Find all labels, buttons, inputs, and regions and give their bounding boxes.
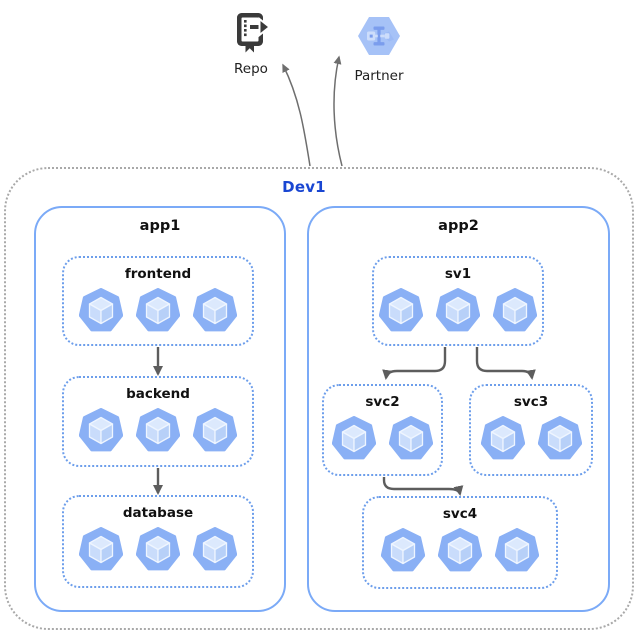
external-node-repo: Repo: [222, 11, 280, 77]
pod-icon: [79, 527, 123, 571]
pod-icon: [495, 528, 539, 572]
pod-icon: [438, 528, 482, 572]
pod-icon: [136, 408, 180, 452]
service-box-svc2: svc2: [322, 384, 443, 476]
pod-icon: [480, 416, 525, 460]
service-label-svc2: svc2: [365, 394, 400, 410]
edge-dev1-repo: [282, 63, 311, 167]
service-label-backend: backend: [126, 386, 190, 402]
service-label-svc4: svc4: [442, 506, 478, 522]
pod-icon: [537, 416, 582, 460]
partner-label: Partner: [354, 68, 404, 84]
boundary-dev1: [4, 167, 634, 630]
pod-row: [381, 528, 539, 572]
service-label-database: database: [122, 505, 194, 521]
pod-icon: [389, 416, 433, 460]
pod-row: [332, 416, 433, 460]
cluster-app2: app2: [307, 206, 610, 612]
partner-hexagon-icon: [358, 17, 400, 55]
service-label-sv1: sv1: [444, 266, 472, 282]
service-box-sv1: sv1: [372, 256, 544, 346]
pod-icon: [381, 528, 425, 572]
edge-dev1-partner: [333, 55, 343, 167]
service-label-frontend: frontend: [124, 266, 192, 282]
external-node-partner: Partner: [349, 12, 409, 84]
pod-row: [79, 288, 237, 332]
cluster-app2-label: app2: [438, 218, 479, 234]
pod-icon: [436, 288, 480, 332]
service-label-svc3: svc3: [513, 394, 549, 410]
service-box-svc4: svc4: [362, 496, 558, 589]
cluster-app1: app1: [34, 206, 286, 612]
service-box-backend: backend: [62, 376, 254, 467]
pod-row: [79, 408, 237, 452]
pod-icon: [79, 288, 123, 332]
pod-row: [79, 527, 237, 571]
pod-icon: [379, 288, 423, 332]
cluster-app1-label: app1: [139, 218, 181, 234]
pod-icon: [193, 527, 237, 571]
boundary-dev1-label: Dev1: [282, 178, 326, 196]
pod-icon: [79, 408, 123, 452]
service-box-svc3: svc3: [469, 384, 593, 476]
pod-row: [480, 416, 582, 460]
pod-icon: [332, 416, 376, 460]
repo-label: Repo: [234, 61, 268, 77]
pod-icon: [136, 288, 180, 332]
pod-row: [379, 288, 537, 332]
pod-icon: [193, 288, 237, 332]
service-box-frontend: frontend: [62, 256, 254, 346]
pod-icon: [136, 527, 180, 571]
pod-icon: [493, 288, 537, 332]
source-repo-icon: [237, 13, 270, 53]
pod-icon: [193, 408, 237, 452]
service-box-database: database: [62, 495, 254, 588]
